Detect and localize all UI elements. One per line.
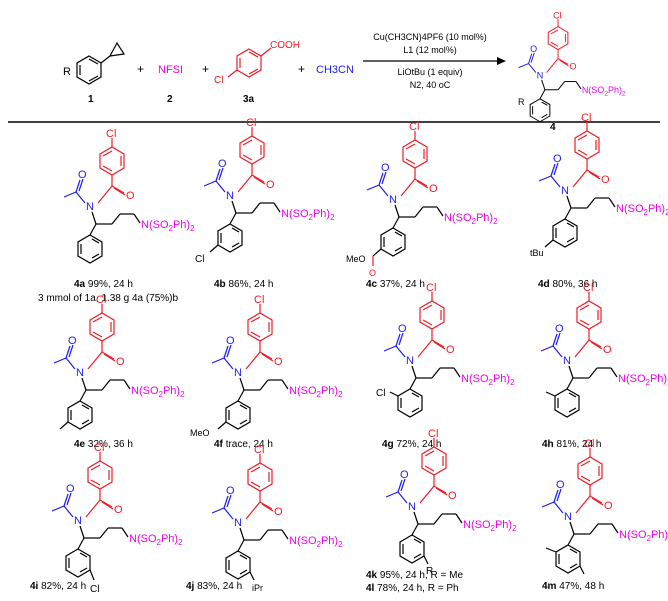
svg-text:4a 99%, 24 h: 4a 99%, 24 h	[74, 279, 133, 290]
compound-4j-caption: 4j 83%, 24 h	[186, 581, 242, 592]
compound-4d-structure: tBu	[530, 111, 668, 258]
compound-4f-structure: MeO	[190, 293, 344, 438]
compound-4l-caption: 4l 78%, 24 h, R = Ph	[366, 583, 459, 594]
compound-4k-caption: 4k 95%, 24 h, R = Me	[366, 570, 463, 581]
acetonitrile: CH3CN	[316, 64, 354, 76]
plus-2: +	[202, 62, 209, 76]
cooh-label: COOH	[270, 40, 300, 51]
reaction-arrow-head	[497, 57, 506, 65]
compound-4c-structure: MeO O	[346, 120, 499, 278]
compound-4a-caption: 4a 99%, 24 h 3 mmol of 1a, 1.38 g 4a (75…	[38, 279, 179, 304]
compound-4d-caption: 4d 80%, 36 h	[538, 279, 598, 290]
condition-temperature: N2, 40 oC	[410, 80, 451, 90]
compound-4m-caption: 4m 47%, 48 h	[542, 581, 604, 592]
compound-4a-structure	[63, 127, 196, 264]
compound-4e-structure	[53, 293, 186, 430]
svg-text:MeO: MeO	[346, 254, 366, 264]
product-4-r: R	[518, 97, 525, 107]
condition-ligand: L1 (12 mol%)	[403, 45, 457, 55]
compound-4kl-structure: R	[385, 427, 518, 577]
product-4-label: 4	[550, 122, 556, 133]
compound-2-label: 2	[167, 94, 173, 105]
compound-4g-structure: Cl	[376, 281, 516, 418]
svg-text:O: O	[369, 268, 376, 278]
compound-4j-structure: iPr	[211, 443, 344, 593]
cl-label-3a: Cl	[214, 75, 223, 86]
compound-4c-caption: 4c 37%, 24 h	[366, 279, 425, 290]
svg-text:tBu: tBu	[530, 248, 544, 258]
compound-4i-structure: Cl	[51, 441, 184, 595]
compound-4i-caption: 4i 82%, 24 h	[30, 581, 86, 592]
plus-1: +	[137, 62, 144, 76]
reaction-scheme: R 1 + NFSI 2 + COOH Cl 3a + CH3CN Cu(CH3…	[63, 9, 627, 133]
compound-1-structure	[76, 41, 126, 85]
svg-text:R: R	[426, 566, 433, 577]
svg-text:Cl: Cl	[195, 254, 204, 265]
compound-4h-caption: 4h 81%, 24 h	[542, 439, 602, 450]
compound-4h-structure	[540, 281, 668, 418]
compound-1-r: R	[63, 66, 71, 78]
product-4-structure	[518, 9, 627, 123]
compound-1-label: 1	[88, 94, 94, 105]
compound-4m-structure	[541, 437, 668, 575]
compound-4b-caption: 4b 86%, 24 h	[214, 279, 274, 290]
compound-4f-caption: 4f trace, 24 h	[214, 439, 273, 450]
compound-4b-structure: Cl	[195, 116, 336, 265]
nfsi-reagent: NFSI	[158, 64, 183, 76]
svg-text:MeO: MeO	[190, 428, 210, 438]
compound-4g-caption: 4g 72%, 24 h	[382, 439, 442, 450]
plus-3: +	[298, 62, 305, 76]
svg-text:3 mmol of 1a, 1.38 g 4a (75%)b: 3 mmol of 1a, 1.38 g 4a (75%)b	[38, 293, 179, 304]
svg-text:Cl: Cl	[90, 584, 99, 595]
condition-catalyst: Cu(CH3CN)4PF6 (10 mol%)	[373, 32, 487, 42]
compound-3a-structure	[227, 47, 272, 78]
svg-text:iPr: iPr	[252, 583, 263, 593]
svg-text:Cl: Cl	[376, 388, 385, 399]
compound-4e-caption: 4e 32%, 36 h	[74, 439, 133, 450]
condition-base: LiOtBu (1 equiv)	[397, 67, 462, 77]
compound-3a-label: 3a	[243, 94, 255, 105]
